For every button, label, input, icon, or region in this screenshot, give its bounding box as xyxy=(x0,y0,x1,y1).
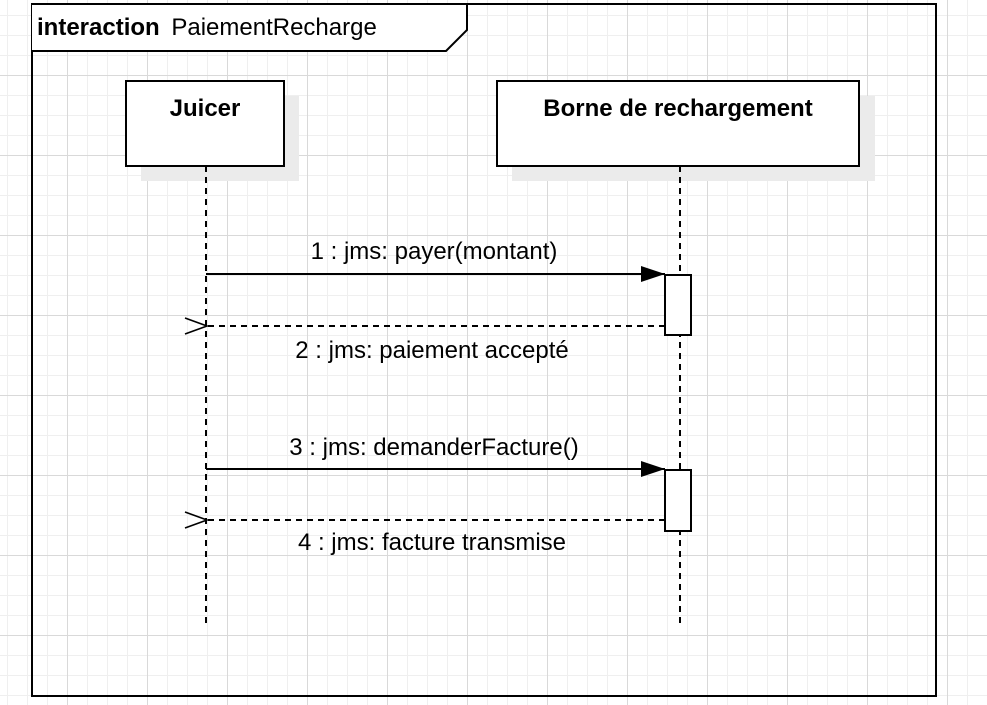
activation-bar-2 xyxy=(664,469,692,532)
activation-bar-1 xyxy=(664,274,692,336)
lifeline-juicer-head[interactable] xyxy=(125,80,285,167)
frame-keyword: interaction xyxy=(37,14,160,41)
message-4-label: 4 : jms: facture transmise xyxy=(298,529,566,556)
lifeline-borne-head[interactable] xyxy=(496,80,860,167)
message-2-label: 2 : jms: paiement accepté xyxy=(295,337,568,364)
message-1-label: 1 : jms: payer(montant) xyxy=(311,238,558,265)
interaction-frame xyxy=(31,3,937,697)
message-3-label: 3 : jms: demanderFacture() xyxy=(289,434,578,461)
frame-label: interaction PaiementRecharge xyxy=(37,14,377,41)
frame-name: PaiementRecharge xyxy=(171,14,376,41)
lifeline-juicer-label: Juicer xyxy=(170,95,241,122)
lifeline-borne-label: Borne de rechargement xyxy=(543,95,812,122)
frame-label-pentagon xyxy=(32,3,468,52)
